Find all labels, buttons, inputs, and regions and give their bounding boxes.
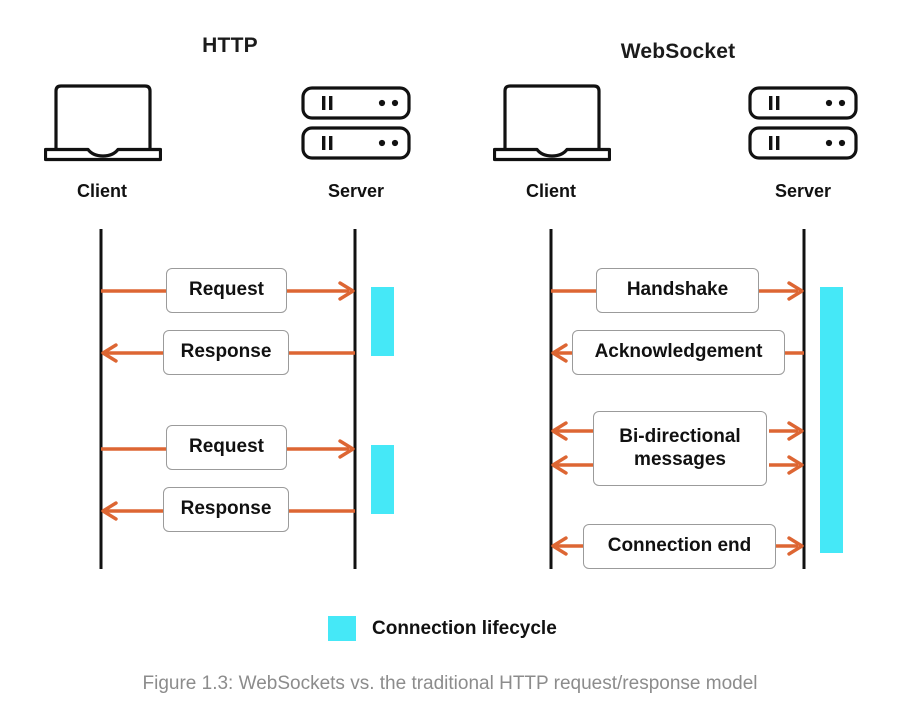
server-icon xyxy=(748,86,858,162)
panel-title-websocket: WebSocket xyxy=(620,40,736,63)
message-box-acknowledgement[interactable]: Acknowledgement xyxy=(572,330,785,375)
figure-caption: Figure 1.3: WebSockets vs. the tradition… xyxy=(142,673,758,694)
lifeline-server-websocket xyxy=(802,229,806,569)
lifecycle-bar-websocket xyxy=(820,287,843,553)
message-box-request-1[interactable]: Request xyxy=(166,268,287,313)
node-label-server: Server xyxy=(774,181,832,201)
laptop-icon xyxy=(44,83,162,163)
node-label-client: Client xyxy=(525,181,577,201)
lifeline-client-http xyxy=(99,229,103,569)
lifecycle-bar-http-2 xyxy=(371,445,394,514)
legend-swatch-connection-lifecycle xyxy=(328,616,356,641)
node-label-client: Client xyxy=(76,181,128,201)
message-box-response-1[interactable]: Response xyxy=(163,330,289,375)
legend-label-connection-lifecycle: Connection lifecycle xyxy=(372,617,557,639)
arrow-bidirectional-2 xyxy=(551,455,804,475)
message-box-request-2[interactable]: Request xyxy=(166,425,287,470)
lifecycle-bar-http-1 xyxy=(371,287,394,356)
message-box-connection-end[interactable]: Connection end xyxy=(583,524,776,569)
panel-title-http: HTTP xyxy=(202,34,258,57)
server-icon xyxy=(301,86,411,162)
lifeline-server-http xyxy=(353,229,357,569)
legend: Connection lifecycle xyxy=(328,616,557,641)
lifeline-client-websocket xyxy=(549,229,553,569)
laptop-icon xyxy=(493,83,611,163)
message-box-response-2[interactable]: Response xyxy=(163,487,289,532)
node-label-server: Server xyxy=(327,181,385,201)
message-box-handshake[interactable]: Handshake xyxy=(596,268,759,313)
arrow-bidirectional-1 xyxy=(551,421,804,441)
message-box-bidirectional-messages[interactable]: Bi-directional messages xyxy=(593,411,767,486)
